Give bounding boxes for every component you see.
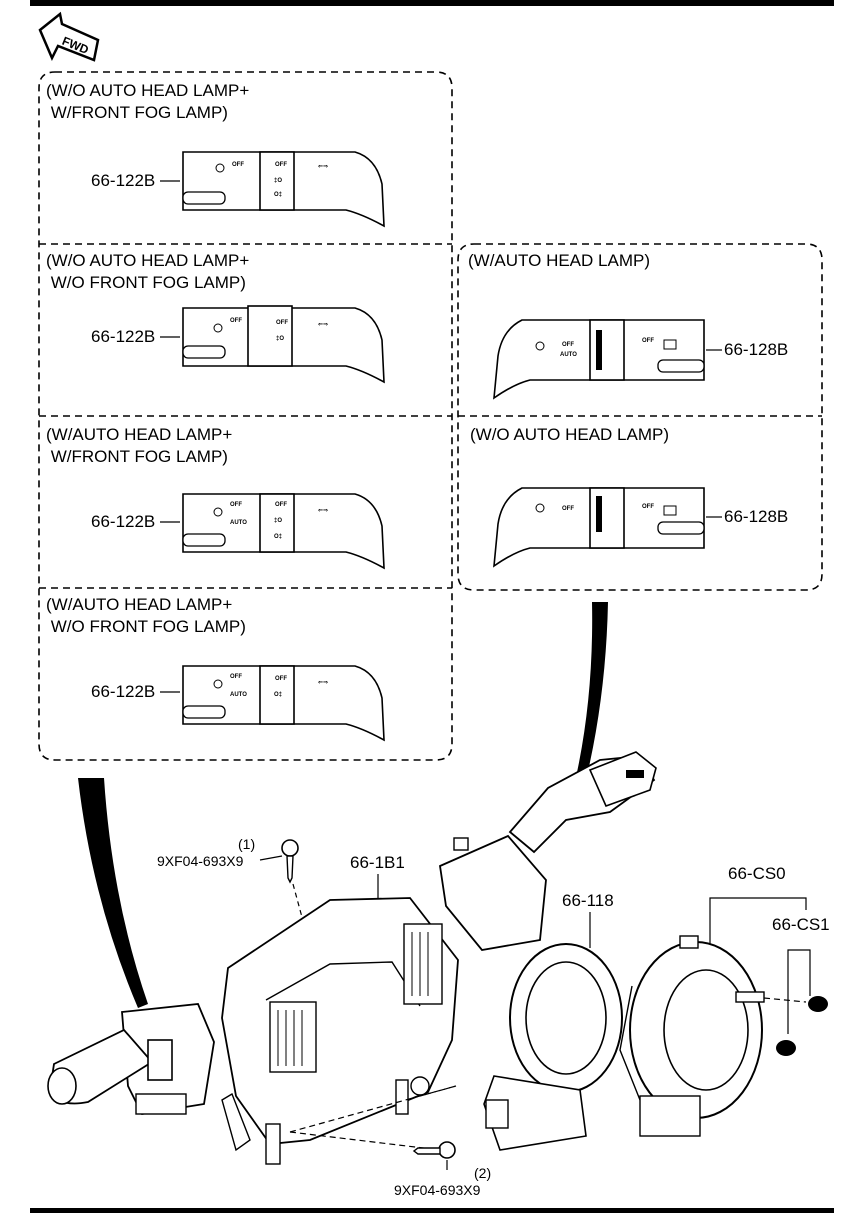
- part-number-label: 66-128B: [724, 507, 788, 526]
- leader-line: [259, 855, 283, 861]
- auto-label: AUTO: [230, 520, 247, 526]
- clockspring-sub-part-number: 66-CS1: [772, 915, 830, 934]
- panel-caption: (W/O AUTO HEAD LAMP+: [46, 81, 249, 100]
- housing-part-number: 66-1B1: [350, 853, 405, 872]
- off-label: OFF: [562, 342, 574, 348]
- svg-text:O‡: O‡: [274, 192, 282, 198]
- wiper-switch-lever: OFF AUTO OFF: [493, 319, 705, 400]
- screw-2-icon: [412, 1141, 456, 1159]
- screw-2-index: (2): [474, 1165, 491, 1181]
- screw-1-index: (1): [238, 836, 255, 852]
- headlight-lever-assembly: [47, 1003, 215, 1115]
- clockspring-part-number: 66-CS0: [728, 864, 786, 883]
- part-number-label: 66-122B: [91, 682, 155, 701]
- clock-spring: [619, 935, 765, 1137]
- off-label: OFF: [562, 506, 574, 512]
- off-label: OFF: [275, 676, 287, 682]
- panel-4: (W/AUTO HEAD LAMP+ W/O FRONT FOG LAMP) 6…: [46, 595, 385, 742]
- auto-label: AUTO: [560, 352, 577, 358]
- screw-2-path: [289, 1085, 457, 1151]
- svg-text:‡O: ‡O: [274, 518, 282, 524]
- svg-text:‡O: ‡O: [276, 336, 284, 342]
- panel-caption: W/FRONT FOG LAMP): [46, 447, 228, 466]
- panel-caption: (W/O AUTO HEAD LAMP): [470, 425, 669, 444]
- part-number-label: 66-122B: [91, 171, 155, 190]
- panel-caption: (W/AUTO HEAD LAMP+: [46, 595, 232, 614]
- panel-1: (W/O AUTO HEAD LAMP+ W/FRONT FOG LAMP) 6…: [46, 81, 385, 228]
- panel-5: (W/AUTO HEAD LAMP) 66-128B OFF AUTO OFF: [468, 251, 788, 400]
- panel-caption: W/FRONT FOG LAMP): [46, 103, 228, 122]
- svg-text:‡O: ‡O: [274, 178, 282, 184]
- auto-label: AUTO: [230, 692, 247, 698]
- right-panel-group: [457, 243, 823, 591]
- off-label: OFF: [232, 162, 244, 168]
- svg-text:O‡: O‡: [274, 534, 282, 540]
- svg-text:⇐⇒: ⇐⇒: [318, 508, 328, 514]
- off-label: OFF: [230, 318, 242, 324]
- off-label: OFF: [230, 502, 242, 508]
- wiper-switch-lever: OFF OFF: [493, 487, 705, 568]
- pointer-arrow-right: [574, 602, 608, 788]
- ring-part-number: 66-118: [562, 891, 614, 910]
- off-label: OFF: [275, 502, 287, 508]
- light-switch-lever: OFF OFF ‡O O‡ ⇐⇒: [182, 151, 385, 228]
- top-border: [30, 0, 834, 6]
- fwd-arrow-icon: FWD: [38, 11, 100, 62]
- svg-text:⇐⇒: ⇐⇒: [318, 322, 328, 328]
- off-label: OFF: [642, 504, 654, 510]
- switch-housing: [221, 897, 459, 1165]
- panel-caption: (W/AUTO HEAD LAMP): [468, 251, 650, 270]
- svg-text:⇐⇒: ⇐⇒: [318, 164, 328, 170]
- light-switch-lever: OFF AUTO OFF O‡ ⇐⇒: [182, 665, 385, 742]
- part-number-label: 66-128B: [724, 340, 788, 359]
- left-panel-group: [38, 71, 453, 761]
- screw-cs1-icon: [776, 996, 828, 1056]
- panel-caption: (W/AUTO HEAD LAMP+: [46, 425, 232, 444]
- light-switch-lever: OFF AUTO OFF ‡O O‡ ⇐⇒: [182, 493, 385, 570]
- part-number-label: 66-122B: [91, 327, 155, 346]
- svg-text:⇐⇒: ⇐⇒: [318, 680, 328, 686]
- part-number-label: 66-122B: [91, 512, 155, 531]
- panel-caption: W/O FRONT FOG LAMP): [46, 617, 246, 636]
- off-label: OFF: [275, 162, 287, 168]
- bottom-border: [30, 1208, 834, 1213]
- panel-caption: W/O FRONT FOG LAMP): [46, 273, 246, 292]
- pointer-arrow-left: [78, 778, 148, 1008]
- leader-bracket: [787, 949, 811, 1034]
- light-switch-lever: OFF OFF ‡O ⇐⇒: [182, 305, 385, 384]
- screw-1-icon: [281, 839, 307, 933]
- dashed-guide: [763, 997, 807, 1003]
- panel-3: (W/AUTO HEAD LAMP+ W/FRONT FOG LAMP) 66-…: [46, 425, 385, 570]
- off-label: OFF: [276, 320, 288, 326]
- off-label: OFF: [230, 674, 242, 680]
- wiper-lever-assembly: [439, 751, 657, 951]
- panel-2: (W/O AUTO HEAD LAMP+ W/O FRONT FOG LAMP)…: [46, 251, 385, 384]
- screw-2-part-number: 9XF04-693X9: [394, 1182, 481, 1198]
- steering-angle-ring: [483, 943, 623, 1151]
- svg-text:O‡: O‡: [274, 692, 282, 698]
- panel-6: (W/O AUTO HEAD LAMP) 66-128B OFF OFF: [470, 425, 788, 568]
- screw-1-part-number: 9XF04-693X9: [157, 853, 244, 869]
- leader-bracket: [709, 897, 807, 944]
- off-label: OFF: [642, 338, 654, 344]
- panel-caption: (W/O AUTO HEAD LAMP+: [46, 251, 249, 270]
